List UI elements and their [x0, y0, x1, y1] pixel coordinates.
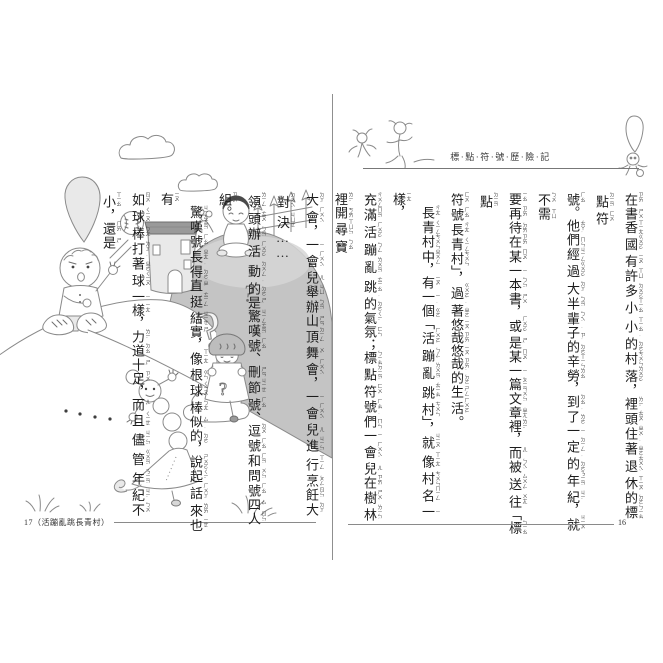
- text-column: 充ㄔㄨㄥ滿ㄇㄢˇ活ㄏㄨㄛˊ蹦ㄅㄥˋ亂ㄌㄨㄢˋ跳ㄊㄧㄠˋ的˙ㄉㄜ氣ㄑㄧˋ氛ㄈㄣ；標…: [333, 192, 382, 524]
- running-title: 標·點·符·號·歷·險·記: [450, 152, 551, 162]
- header-rule: [363, 168, 639, 169]
- page-divider: [332, 94, 333, 560]
- right-page-number: 16: [618, 518, 626, 527]
- grass-tuft-icon: [25, 494, 277, 517]
- left-page-footer: 17（活蹦亂跳長青村）: [24, 517, 324, 528]
- text-column: 長ㄔㄤˊ青ㄑㄧㄥ村ㄘㄨㄣ中ㄓㄨㄥ，有ㄧㄡˇ一ㄧ個˙ㄍㄜ「活ㄏㄨㄛˊ蹦ㄅㄥˋ亂ㄌㄨ…: [391, 192, 440, 518]
- text-column: 符ㄈㄨˊ號ㄏㄠˋ長ㄔㄤˊ青ㄑㄧㄥ村ㄘㄨㄣ」，過ㄍㄨㄛˋ著˙ㄓㄜ悠ㄧㄡ哉ㄗㄞ悠ㄧㄡ…: [449, 192, 469, 429]
- text-column: 如ㄖㄨˊ球ㄑㄧㄡˊ棒ㄅㄤˋ打ㄉㄚˇ著˙ㄓㄜ球ㄑㄧㄡˊ一ㄧ樣ㄧㄤˋ，力ㄌㄧˋ道ㄉㄠ…: [101, 192, 150, 517]
- comma-curl-shoe-icon: [113, 479, 128, 493]
- question-mark-doll: ?: [204, 333, 250, 423]
- story-text: 在ㄗㄞˋ書ㄕㄨ香ㄒㄧㄤ國ㄍㄨㄛˊ有ㄧㄡˇ許ㄒㄩˇ多ㄉㄨㄛ小ㄒㄧㄠˇ小ㄒㄧㄠˇ的˙…: [101, 192, 645, 534]
- baseball-icon: [120, 211, 144, 235]
- text-column: 在ㄗㄞˋ書ㄕㄨ香ㄒㄧㄤ國ㄍㄨㄛˊ有ㄧㄡˇ許ㄒㄩˇ多ㄉㄨㄛ小ㄒㄧㄠˇ小ㄒㄧㄠˇ的˙…: [594, 192, 643, 519]
- text-column: 驚ㄐㄧㄥ嘆ㄊㄢˋ號ㄏㄠˋ長ㄓㄤˇ得˙ㄉㄜ直ㄓˊ挺ㄊㄧㄥˇ結ㄐㄧㄝ實ㄕˊ，像ㄒㄧㄤ…: [159, 192, 208, 532]
- left-page: ?: [0, 134, 332, 528]
- svg-text:?: ?: [242, 281, 256, 308]
- hilltop-house: [144, 221, 200, 294]
- ellipsis-dots: [64, 409, 112, 421]
- text-column: 號ㄏㄠˋ。他ㄊㄚ們˙ㄇㄣ經ㄐㄧㄥ過ㄍㄨㄛˋ大ㄉㄚˋ半ㄅㄢˋ輩ㄅㄟˋ子˙ㄗ的˙ㄉㄜ…: [536, 192, 585, 534]
- exclamation-mark-icon: [64, 176, 101, 243]
- sitting-villager: [197, 195, 256, 258]
- ellipsis-girl: [113, 369, 200, 507]
- svg-text:?: ?: [219, 379, 227, 399]
- text-column: 要ㄧㄠˋ再ㄗㄞˋ待ㄉㄞ在ㄗㄞˋ某ㄇㄡˇ一ㄧ本ㄅㄣˇ書ㄕㄨ，或ㄏㄨㄛˋ是ㄕˋ某ㄇㄡ…: [478, 192, 527, 534]
- picket-fence-icon: [251, 189, 313, 240]
- header-exclamation-doodle: [618, 115, 648, 177]
- left-page-number: 17: [24, 518, 33, 527]
- right-page: 標·點·符·號·歷·險·記 在ㄗㄞˋ書ㄕㄨ香ㄒㄧㄤ國ㄍㄨㄛˊ有ㄧㄡˇ許ㄒㄩˇ多ㄉ…: [101, 0, 663, 663]
- story-illustration: ?: [0, 134, 332, 517]
- question-mark-small-icon: ?: [242, 281, 256, 308]
- cloud-icon: [118, 134, 218, 192]
- exclamation-boy: [42, 176, 132, 336]
- text-column: 大ㄉㄚˋ會ㄏㄨㄟˋ，一ㄧ會ㄏㄨㄟˇ兒ㄦ舉ㄐㄩˇ辦ㄅㄢˋ山ㄕㄢ頂ㄉㄧㄥˇ舞ㄨˇ會ㄏ…: [275, 192, 324, 517]
- header-doodle-characters: [348, 120, 435, 169]
- footer-rule-right: [348, 524, 614, 525]
- footer-rule-left: [113, 522, 316, 523]
- chapter-caption: （活蹦亂跳長青村）: [33, 518, 110, 527]
- text-column: 領ㄌㄧㄥˇ頭ㄊㄡˊ辦ㄅㄢˋ活ㄏㄨㄛˊ動ㄉㄨㄥˋ的˙ㄉㄜ是ㄕˋ驚ㄐㄧㄥ嘆ㄊㄢˋ號ㄏ…: [217, 192, 266, 526]
